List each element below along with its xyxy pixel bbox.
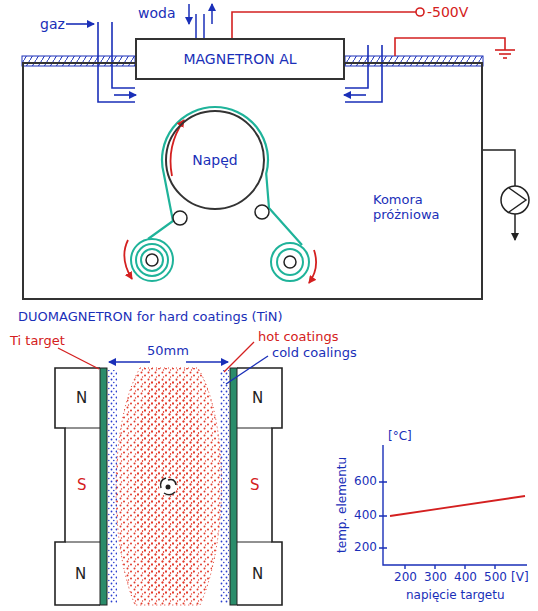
ground-symbol-part (495, 49, 515, 51)
high-voltage-wire-part (416, 8, 424, 16)
tick-label: 300 (424, 571, 447, 585)
temperature-graph-part (405, 565, 495, 569)
water-label: woda (138, 5, 175, 21)
magnet-and-target (55, 368, 282, 605)
gas-pipe-part (66, 23, 94, 25)
gas-pipe-part (344, 94, 366, 96)
water-pipe-part (211, 4, 213, 24)
leader-line-part (224, 342, 254, 372)
plasma-part (116, 368, 221, 605)
tick-label: 200 (394, 571, 417, 585)
part-name: hot coatings (258, 330, 338, 345)
part-name: cold coalings (272, 346, 357, 361)
temperature-graph (379, 445, 527, 569)
magnet-pole: N (75, 566, 86, 583)
magnet-pole: N (252, 566, 263, 583)
drive-drum: Napęd (165, 110, 265, 210)
node-text: Napęd (192, 152, 237, 168)
plasma-part (159, 478, 177, 496)
node-text: Komora próżniowa (373, 193, 473, 223)
chamber-lid-part (345, 56, 483, 66)
plasma-part (220, 370, 229, 603)
high-voltage-wire (232, 8, 424, 38)
film-transport-part (141, 249, 163, 271)
plasma-part (161, 478, 176, 495)
film-transport-part (148, 107, 302, 245)
water-pipe-part (203, 14, 205, 38)
leader-line-part (58, 348, 99, 369)
film-transport-part (136, 244, 168, 276)
water-pipe-part (195, 14, 197, 38)
vacuum-pump-part (501, 186, 529, 214)
water-pipe (189, 4, 212, 38)
leader-line-part (186, 361, 228, 362)
film-transport-part (131, 239, 173, 281)
chamber-lid-part (22, 56, 135, 66)
leader-line-part (226, 356, 268, 384)
vacuum-pump (483, 150, 529, 240)
film-transport-part (173, 211, 187, 225)
plasma-part (166, 485, 171, 490)
leader-line (58, 342, 268, 384)
magnet-and-target-part (237, 428, 272, 542)
axis-title: napięcie targetu (406, 589, 505, 603)
tick-label: 400 (454, 571, 477, 585)
tick-label: 200 (354, 541, 377, 555)
film-transport-part (277, 249, 303, 275)
tick-label: 600 (354, 475, 377, 489)
node-text: MAGNETRON AL (183, 51, 296, 67)
magnet-pole: N (76, 390, 87, 407)
ground-symbol-part (503, 57, 507, 59)
gas-pipe-part (114, 94, 136, 96)
film-transport (124, 107, 316, 283)
ground-symbol-part (395, 38, 505, 56)
ground-symbol (395, 38, 515, 58)
temperature-graph-part (379, 482, 387, 548)
film-transport-part (171, 120, 185, 176)
magnetron-box: MAGNETRON AL (135, 38, 345, 80)
plasma (108, 368, 229, 605)
film-transport-part (255, 205, 269, 219)
plasma-part (108, 370, 117, 603)
water-pipe-part (188, 4, 190, 24)
magnet-and-target-part (65, 428, 100, 542)
film-transport-part (124, 240, 132, 279)
gas-pipe-part (345, 45, 368, 88)
axis-unit: [V] (511, 571, 529, 585)
film-transport-part (284, 256, 296, 268)
film-transport-part (271, 243, 309, 281)
vacuum-pump-part (514, 214, 516, 240)
film-transport-part (309, 250, 316, 283)
plasma-part (135, 380, 203, 595)
gas-pipe-part (112, 22, 135, 88)
leader-line-part (109, 361, 150, 362)
voltage-label: -500V (427, 4, 468, 20)
magnet-pole: N (252, 390, 263, 407)
vacuum-pump-part (509, 188, 526, 212)
magnet-and-target-part (230, 368, 237, 605)
magnet-and-target-part (237, 368, 282, 605)
vacuum-chamber: Komora próżniowaMAGNETRON ALNapęd (22, 62, 483, 300)
magnet-pole: S (77, 477, 87, 494)
high-voltage-wire-part (232, 12, 416, 38)
magnet-and-target-part (100, 368, 107, 605)
temperature-graph-part (390, 496, 525, 516)
ground-symbol-part (499, 53, 511, 55)
diagram-title: DUOMAGNETRON for hard coatings (TiN) (18, 310, 283, 325)
vacuum-pump-part (483, 150, 515, 186)
tick-label: 400 (354, 509, 377, 523)
dimension: 50mm (147, 344, 189, 359)
gas-pipe-part (345, 45, 382, 102)
film-transport-part (146, 254, 158, 266)
axis-unit: [°C] (388, 430, 412, 444)
magnet-and-target-part (55, 368, 100, 605)
axis-title: temp. elementu (336, 457, 350, 553)
part-name: Ti target (10, 334, 65, 349)
tick-label: 500 (484, 571, 507, 585)
temperature-graph-part (383, 445, 527, 565)
magnet-pole: S (250, 477, 260, 494)
gas-label: gaz (40, 16, 65, 32)
